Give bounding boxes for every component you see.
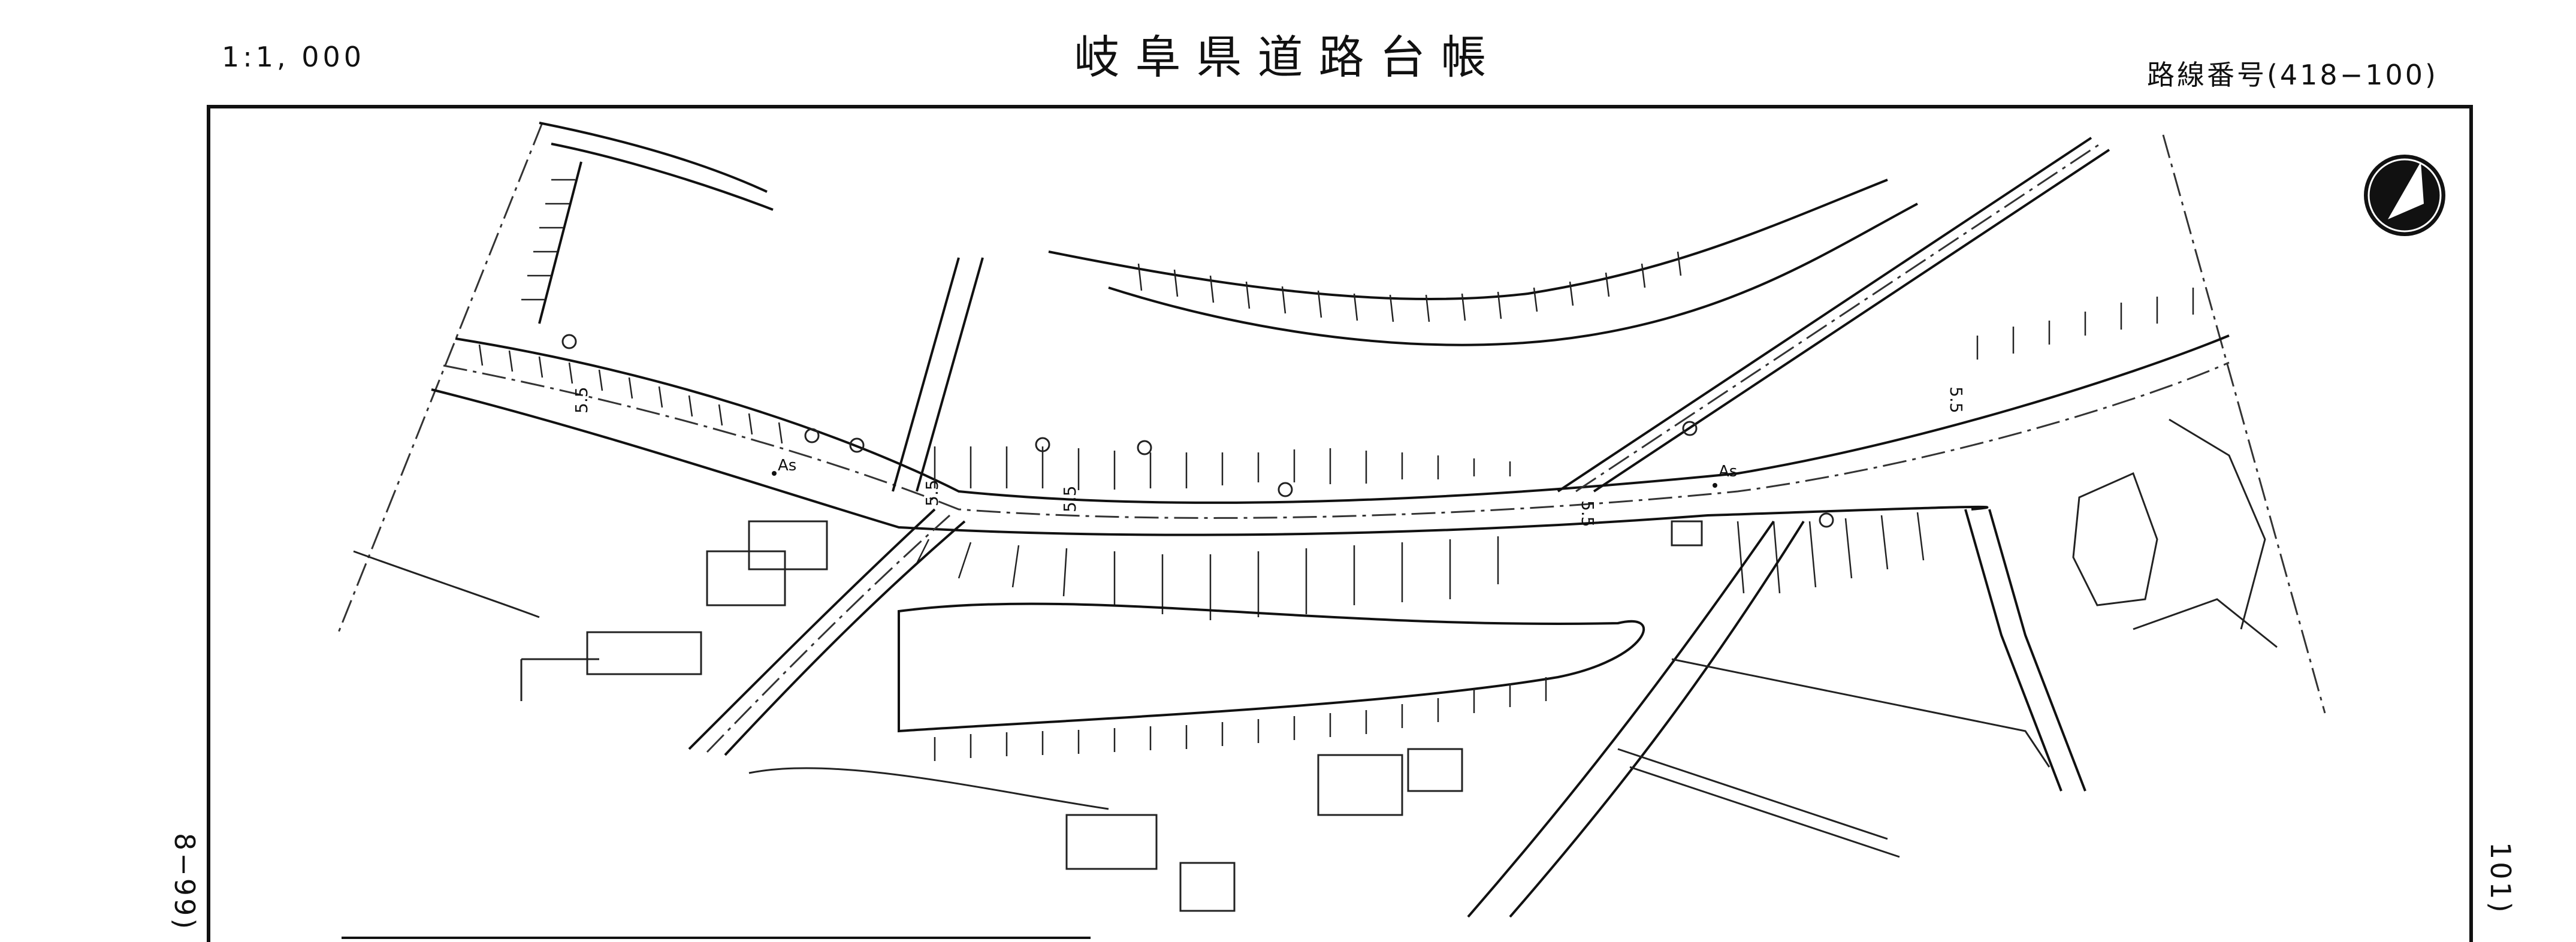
utility-pole-marker: [849, 437, 865, 453]
map-scale: 1:1, 000: [222, 41, 366, 73]
building: [2072, 472, 2158, 606]
road-centerline: [443, 361, 2230, 519]
building: [1065, 814, 1158, 870]
building: [1407, 748, 1463, 792]
crossing-road-ne-edge-a: [1557, 137, 2092, 493]
crossing-road-ne-center: [1575, 143, 2101, 493]
road-surface-label: As: [1719, 463, 1737, 481]
parcel-line: [2169, 418, 2266, 630]
parcel-line: [1617, 748, 1888, 840]
road-surface-label: As: [778, 457, 796, 475]
road-hatch-south: [916, 512, 1925, 620]
road-edge-north: [455, 334, 2230, 504]
channel-lower-edge: [1108, 203, 1918, 346]
building: [706, 550, 786, 606]
survey-point: [1713, 483, 1717, 488]
parcel-line: [748, 767, 1109, 810]
road-width-label: 5.5: [1946, 387, 1966, 413]
parcel-line: [353, 550, 540, 618]
crossing-road-ne-edge-b: [1593, 149, 2110, 493]
left-cut-line: [337, 122, 543, 633]
survey-point: [772, 471, 777, 476]
crossing-road-south-edge-a: [1467, 520, 1775, 918]
sheet-title: 岐阜県道路台帳: [1074, 31, 1502, 84]
top-left-plot-edge: [538, 161, 582, 324]
crossing-road-south-edge-b: [1509, 520, 1805, 918]
crossing-road-sw-edge-b: [724, 520, 966, 756]
utility-pole-marker: [804, 428, 820, 443]
crossing-road-sw-edge-a: [688, 508, 936, 750]
side-road-east-a: [1964, 509, 2062, 792]
top-left-boundary-b: [551, 143, 774, 211]
map-frame: [207, 105, 2473, 942]
road-edge-south: [431, 388, 1989, 536]
building: [586, 631, 702, 675]
parcel-line: [1629, 766, 1900, 858]
crossing-road-sw-center: [706, 514, 950, 753]
building: [748, 520, 828, 570]
lane-north-b: [892, 257, 960, 492]
lane-north-a: [916, 257, 984, 492]
utility-pole-marker: [561, 334, 577, 349]
utility-pole-marker: [1035, 437, 1050, 452]
road-width-label: 5.5: [1060, 485, 1080, 512]
embankment-block: [898, 602, 1645, 733]
channel-hatch: [1137, 251, 1682, 322]
top-left-boundary-a: [539, 122, 768, 193]
road-width-label: 5.5: [1578, 500, 1597, 527]
utility-pole-marker: [1682, 421, 1698, 436]
building: [1317, 754, 1403, 816]
utility-pole-marker: [1278, 482, 1293, 497]
parcel-line: [2133, 598, 2278, 648]
channel-upper-edge: [1048, 179, 1888, 301]
road-width-label: 5.5: [572, 387, 591, 413]
side-road-east-b: [1988, 509, 2086, 792]
building: [1671, 520, 1703, 547]
building: [1179, 862, 1236, 912]
embankment-hatch: [934, 677, 1547, 761]
top-left-plot-hatch: [521, 179, 575, 301]
road-width-label: 5.5: [922, 479, 942, 506]
parcel-line: [520, 658, 599, 701]
utility-pole-marker: [1819, 512, 1834, 528]
road-hatch-north: [478, 288, 2194, 490]
north-arrow-icon: [2364, 155, 2445, 236]
utility-pole-marker: [1137, 440, 1152, 455]
parcel-line: [1671, 658, 2050, 768]
route-number: 路線番号(418−100): [2146, 59, 2438, 91]
right-cut-line: [2162, 134, 2326, 714]
